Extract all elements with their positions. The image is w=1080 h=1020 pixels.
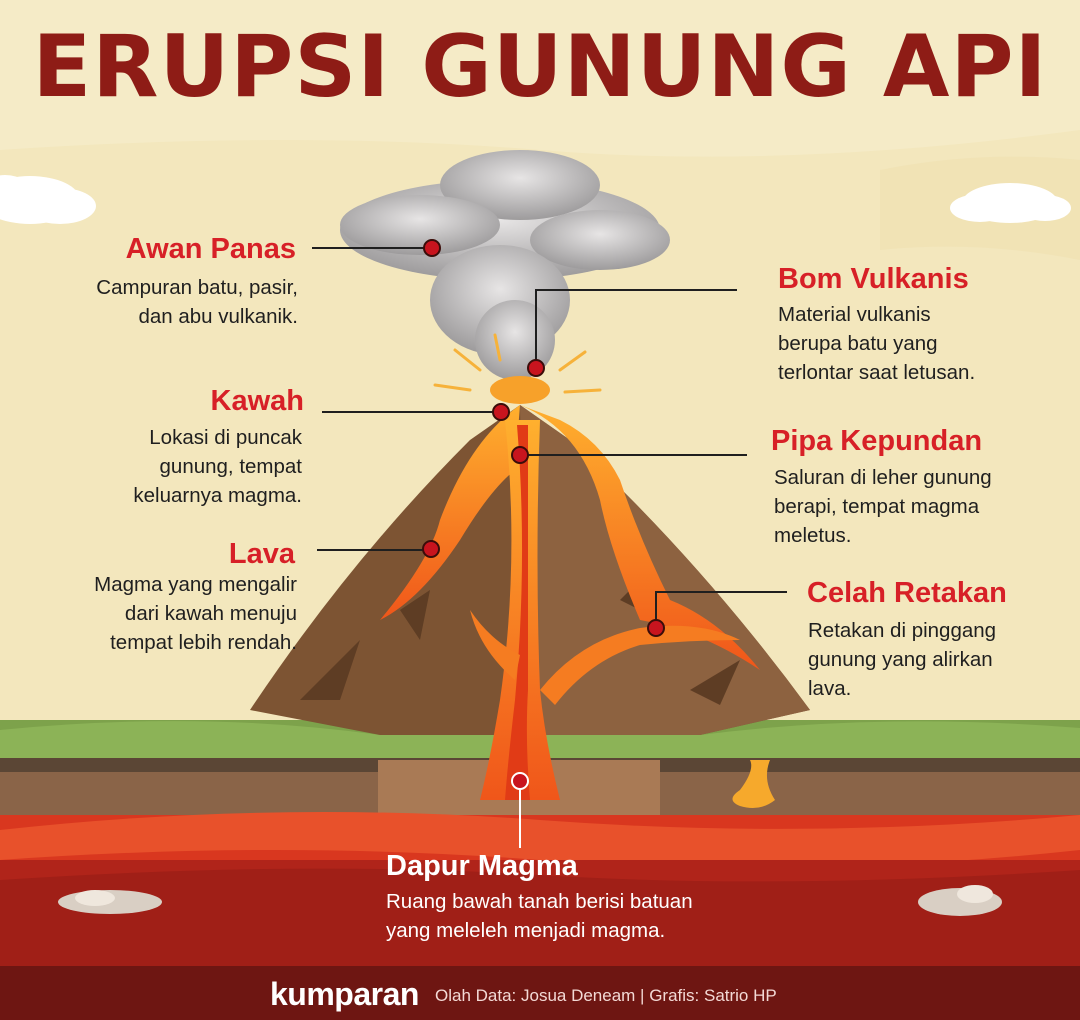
desc-awan-panas: Campuran batu, pasir,dan abu vulkanik. <box>96 276 298 328</box>
ash-cloud <box>340 150 670 380</box>
label-dapur-magma: Dapur Magma <box>386 850 578 882</box>
cloud-left <box>0 175 96 224</box>
marker-awan-panas <box>423 239 441 257</box>
label-awan-panas: Awan Panas <box>125 233 296 265</box>
brand-logo: kumparan <box>270 976 419 1012</box>
label-bom-vulkanis: Bom Vulkanis <box>778 263 969 295</box>
label-kawah: Kawah <box>210 385 304 417</box>
credit-text: Olah Data: Josua Deneam | Grafis: Satrio… <box>435 986 777 1005</box>
label-celah-retakan: Celah Retakan <box>807 577 1007 609</box>
label-lava: Lava <box>228 538 295 570</box>
marker-pipa-kepundan <box>511 446 529 464</box>
marker-lava <box>422 540 440 558</box>
page-title: ERUPSI GUNUNG API <box>32 17 1048 117</box>
marker-dapur-magma <box>511 772 529 790</box>
footer-bar <box>0 966 1080 1020</box>
cloud-right <box>950 183 1071 223</box>
label-pipa-kepundan: Pipa Kepundan <box>771 425 983 457</box>
marker-bom-vulkanis <box>527 359 545 377</box>
marker-celah-retakan <box>647 619 665 637</box>
marker-kawah <box>492 403 510 421</box>
